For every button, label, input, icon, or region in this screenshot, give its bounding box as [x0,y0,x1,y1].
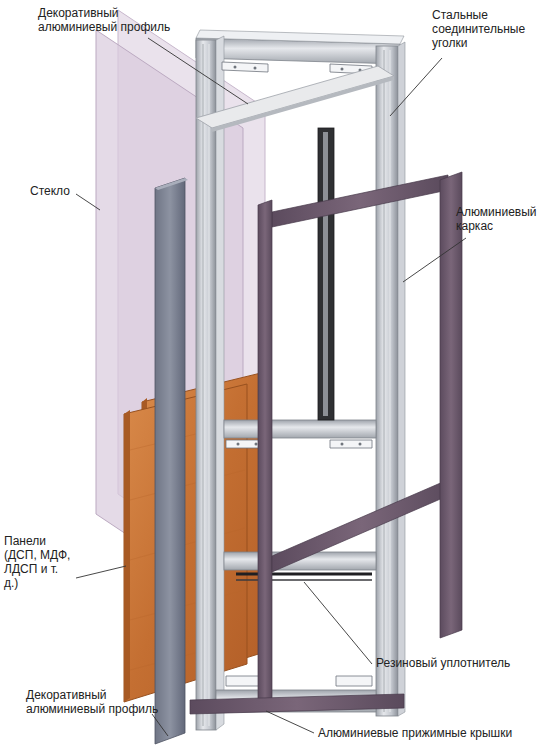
wood-panel [124,410,130,702]
steel-corner-bracket [234,66,237,69]
aluminium-frame [376,46,398,716]
callout-label: Резиновый уплотнитель [376,656,510,670]
callout-label: Декоративный алюминиевый профиль [38,6,173,34]
callout-label: Панели (ДСП, МДФ, ЛДСП и т. д.) [4,534,74,590]
leader-line [304,582,372,664]
steel-corner-bracket [222,62,372,686]
pressure-cap [440,172,462,638]
steel-corner-bracket [341,68,344,71]
pressure-cap [258,200,272,710]
wood-panel [130,640,245,670]
wood-panel [130,590,245,620]
pressure-cap [190,172,462,714]
steel-corner-bracket [226,676,262,686]
left-decorative-profile [155,178,188,190]
steel-corner-bracket [330,440,372,448]
callout-label: Алюминиевые прижимные крышки [318,726,512,740]
steel-corner-bracket [222,62,268,72]
wood-panel [130,470,245,500]
aluminium-frame [196,40,216,730]
callout-label: Стекло [30,184,70,198]
leader-line [403,238,466,282]
steel-corner-bracket [237,443,240,446]
steel-corner-bracket [341,443,344,446]
leader-line [152,714,168,736]
leader-line [266,711,314,733]
rubber-seal [236,574,372,580]
rubber-seal [236,573,372,576]
aluminium-frame [203,44,204,726]
pressure-cap [272,478,452,572]
leader-line [390,58,442,116]
aluminium-frame [196,30,405,730]
aluminium-frame [318,128,334,420]
steel-corner-bracket [254,67,257,70]
top-decorative-profile [212,76,394,132]
aluminium-frame [209,44,210,726]
aluminium-frame [398,42,405,716]
left-decorative-profile [155,178,188,744]
top-decorative-profile [196,66,394,132]
callout-label: Декоративный алюминиевый профиль [26,688,161,716]
callout-label: Алюминиевый каркас [456,205,536,233]
left-decorative-profile [155,178,185,744]
leader-line [148,38,248,104]
aluminium-frame [216,36,224,730]
steel-corner-bracket [255,443,258,446]
aluminium-frame [196,30,404,44]
steel-corner-bracket [359,443,362,446]
aluminium-frame [323,132,328,416]
aluminium-frame [384,50,385,712]
leader-line [76,566,126,578]
leader-line [76,38,466,736]
steel-corner-bracket [234,66,362,446]
aluminium-frame [390,50,391,712]
pressure-cap [272,175,448,227]
wood-panel [130,422,245,670]
callout-label: Стальные соединительные уголки [432,8,536,50]
aluminium-frame [224,420,376,438]
leader-line [76,194,100,210]
steel-corner-bracket [336,676,372,686]
rubber-seal [236,579,372,581]
pressure-cap [190,694,404,714]
top-decorative-profile [196,66,394,128]
